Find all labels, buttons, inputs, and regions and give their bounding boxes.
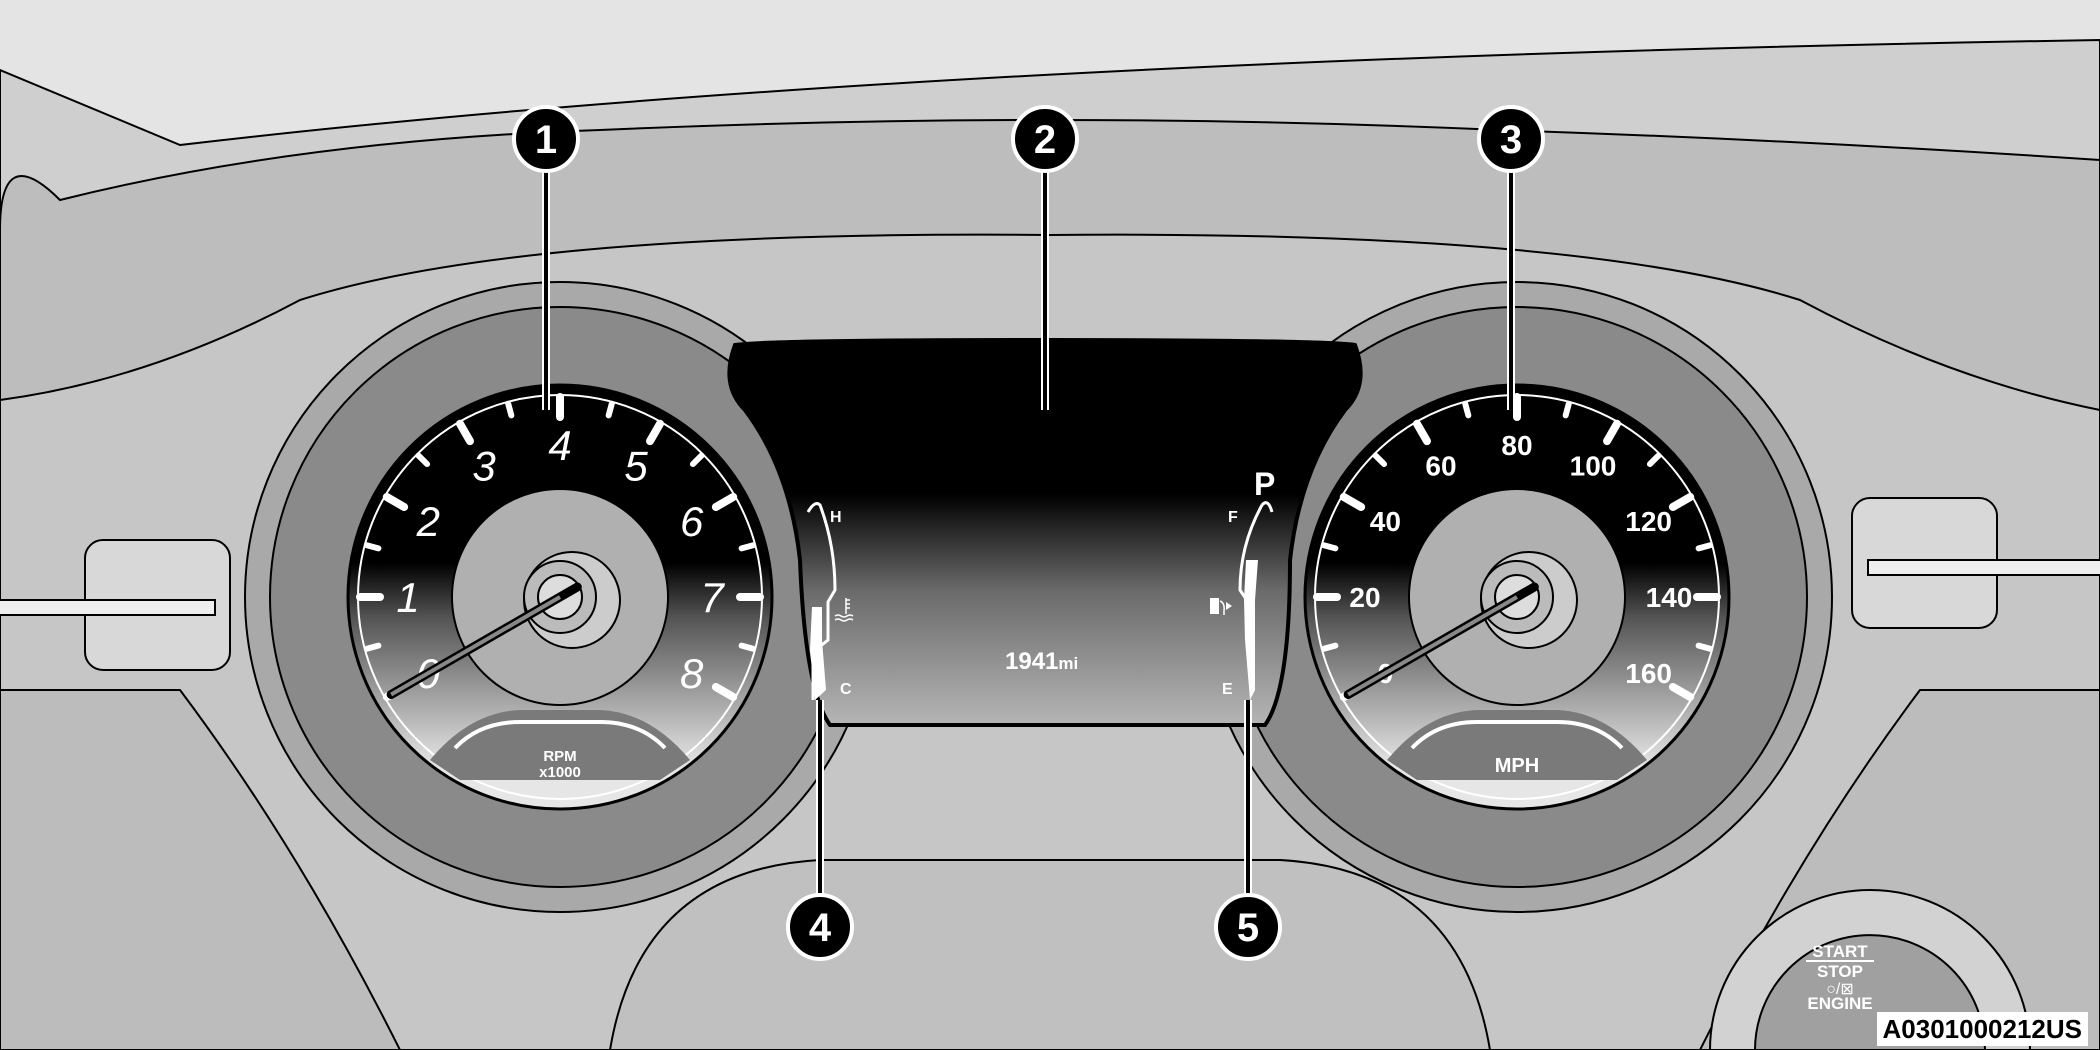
gauge-tick xyxy=(1603,419,1621,446)
fuel-full-label: F xyxy=(1228,509,1238,526)
gauge-needle-highlight xyxy=(390,595,562,697)
gauge-tick xyxy=(1462,400,1472,419)
callout-number: 3 xyxy=(1500,118,1522,162)
gauge-tick xyxy=(1562,400,1572,419)
steering-column xyxy=(608,859,1492,1050)
gauge-tick xyxy=(1320,642,1339,652)
gauge-label: 3 xyxy=(472,442,495,489)
gauge-label: 1 xyxy=(396,574,419,621)
start-label: START xyxy=(1812,942,1868,961)
gauge-label: 4 xyxy=(548,422,571,469)
gauge-tick xyxy=(689,452,705,468)
gauge-label: 6 xyxy=(680,498,704,545)
start-stop-button[interactable]: START STOP ○/⊠ ENGINE xyxy=(1708,889,2032,1050)
callout-marker xyxy=(1477,105,1545,173)
gauge-label: 60 xyxy=(1425,450,1456,481)
gauge-tick xyxy=(456,419,474,446)
power-icon: ○/⊠ xyxy=(1826,981,1854,998)
callout-number: 4 xyxy=(809,906,832,950)
gauge-tick xyxy=(738,542,757,552)
gauge-label: 100 xyxy=(1570,450,1617,481)
gauge-tick xyxy=(711,683,738,701)
callout-marker xyxy=(786,893,854,961)
temp-high-label: H xyxy=(830,509,842,526)
stop-label: STOP xyxy=(1817,962,1863,981)
temp-low-label: C xyxy=(840,681,852,698)
gear-indicator: P xyxy=(1254,466,1275,502)
gauge-tick xyxy=(415,452,431,468)
gauge-label: 160 xyxy=(1625,658,1672,689)
gauge-label: 20 xyxy=(1349,582,1380,613)
callout-marker xyxy=(1011,105,1079,173)
rpm-multiplier-label: x1000 xyxy=(539,764,581,781)
callout-marker xyxy=(1214,893,1282,961)
gauge-tick xyxy=(1339,493,1366,511)
gauge-tick xyxy=(1320,542,1339,552)
gauge-tick xyxy=(363,642,382,652)
gauge-label: 80 xyxy=(1501,430,1532,461)
gauge-tick xyxy=(382,493,409,511)
figure-id-label: A0301000212US xyxy=(1876,1012,2088,1046)
callout-number: 2 xyxy=(1034,118,1056,162)
gauge-tick xyxy=(505,400,515,419)
gauge-label: 120 xyxy=(1625,506,1672,537)
odometer-value: 1941mi xyxy=(1005,648,1078,675)
gauge-label: 2 xyxy=(416,498,440,545)
gauge-tick xyxy=(1695,542,1714,552)
gauge-label: 40 xyxy=(1370,506,1401,537)
gauge-label: 5 xyxy=(624,442,648,489)
coolant-temperature-icon xyxy=(834,598,854,622)
fuel-gauge: F E P xyxy=(1210,466,1275,700)
gauge-tick xyxy=(605,400,615,419)
gauge-tick xyxy=(711,493,738,511)
gauge-needle-highlight xyxy=(1347,595,1518,697)
gauge-tick xyxy=(1646,452,1662,468)
gauge-tick xyxy=(1413,419,1431,446)
gauge-label: 140 xyxy=(1646,582,1693,613)
gauge-label: 7 xyxy=(700,574,725,621)
engine-label: ENGINE xyxy=(1807,994,1872,1013)
gauge-tick xyxy=(1668,683,1695,701)
gauge-tick xyxy=(646,419,664,446)
callout-number: 1 xyxy=(535,118,557,162)
speed-unit-label: MPH xyxy=(1495,755,1539,777)
gauge-tick xyxy=(738,642,757,652)
rpm-unit-label: RPM xyxy=(543,748,576,765)
callout-number: 5 xyxy=(1237,906,1259,950)
gauge-tick xyxy=(1695,642,1714,652)
gauge-tick xyxy=(1372,452,1388,468)
fuel-empty-label: E xyxy=(1222,681,1233,698)
gauge-tick xyxy=(1668,493,1695,511)
temperature-gauge: H C xyxy=(806,502,854,700)
gauge-label: 8 xyxy=(680,650,704,697)
callout-marker xyxy=(512,105,580,173)
fuel-pump-icon xyxy=(1210,598,1232,615)
gauge-tick xyxy=(363,542,382,552)
